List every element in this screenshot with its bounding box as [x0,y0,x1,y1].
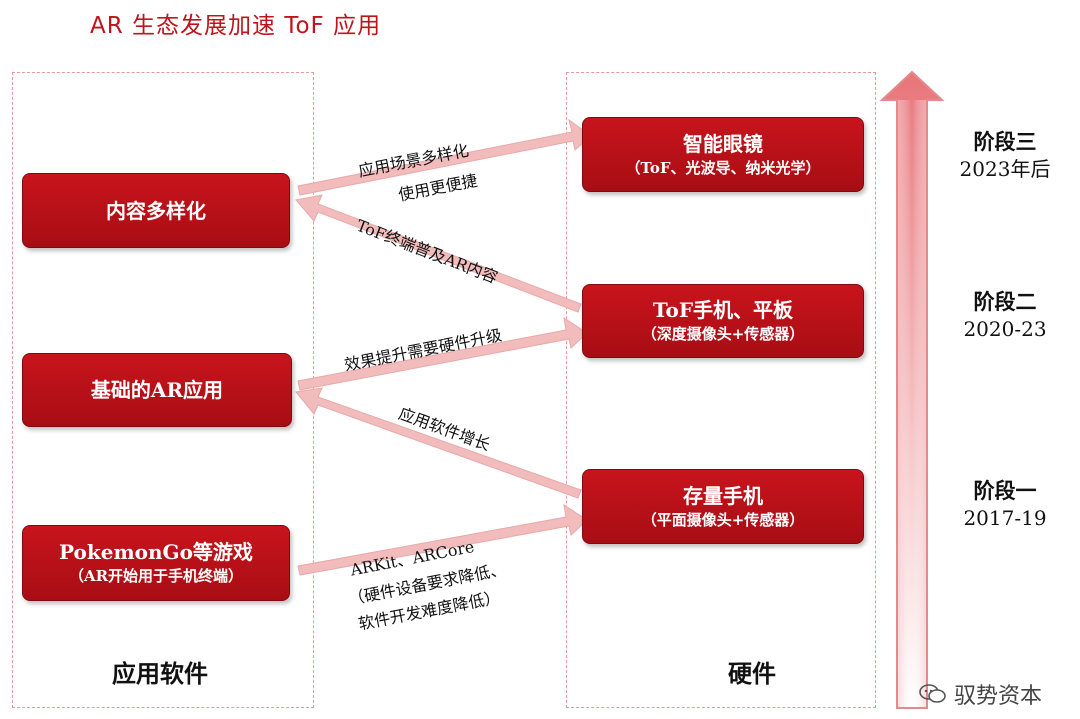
stage-name: 阶段三 [973,129,1037,154]
box-sub-text: （深度摄像头+传感器） [641,325,805,343]
box-main-text: 智能眼镜 [683,131,763,156]
arrow-phone-to-basic [295,387,582,499]
stage-years: 2020-23 [963,317,1047,341]
box-main-text: ToF手机、平板 [652,298,794,322]
watermark-text: 驭势资本 [954,684,1043,709]
box-basic-ar-apps: 基础的AR应用 [22,353,292,427]
stage-years: 2017-19 [963,506,1047,530]
arrow-game-to-phone [297,503,588,576]
watermark: 驭势资本 [918,678,1042,710]
box-smart-glasses: 智能眼镜 （ToF、光波导、纳米光学） [582,117,864,192]
box-main-text: 存量手机 [683,483,763,508]
box-sub-text: （平面摄像头+传感器） [641,510,805,529]
box-existing-phones: 存量手机 （平面摄像头+传感器） [582,469,864,544]
arrow-basic-to-tof [297,316,588,391]
arrow-tof-to-content [295,194,582,313]
box-sub-text: （AR开始用于手机终端） [68,567,244,585]
stage-one: 阶段一 2017-19 [940,477,1070,531]
box-main-text: 内容多样化 [106,198,206,223]
stage-name: 阶段一 [973,478,1037,503]
box-sub-text: （ToF、光波导、纳米光学） [625,158,821,177]
hardware-panel [566,72,876,708]
stage-name: 阶段二 [973,289,1037,314]
timeline-arrow [879,70,945,709]
hardware-panel-label: 硬件 [728,659,776,688]
box-main-text: PokemonGo等游戏 [59,540,253,564]
stage-two: 阶段二 2020-23 [940,288,1070,342]
stage-three: 阶段三 2023年后 [940,128,1070,182]
software-panel-label: 应用软件 [112,659,208,688]
wechat-icon [919,684,946,703]
box-main-text: 基础的AR应用 [90,378,224,402]
page-title: AR 生态发展加速 ToF 应用 [90,13,382,39]
box-content-diversification: 内容多样化 [22,173,290,248]
stage-years: 2023年后 [959,157,1051,181]
box-pokemongo-games: PokemonGo等游戏 （AR开始用于手机终端） [22,525,290,601]
box-tof-phone-tablet: ToF手机、平板 （深度摄像头+传感器） [582,284,864,358]
